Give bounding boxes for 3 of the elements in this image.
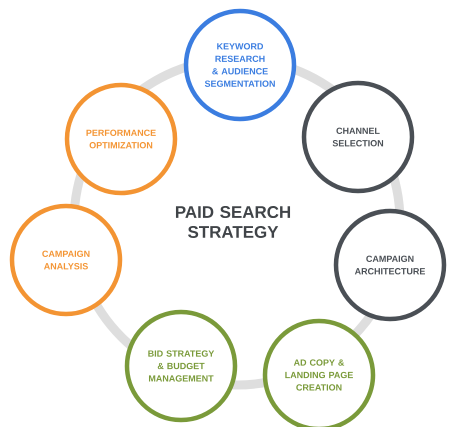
node-label: CAMPAIGN ARCHITECTURE	[354, 256, 426, 274]
center-title: PAID SEARCH STRATEGY	[176, 206, 290, 238]
node-label: CHANNEL SELECTION	[332, 128, 384, 146]
